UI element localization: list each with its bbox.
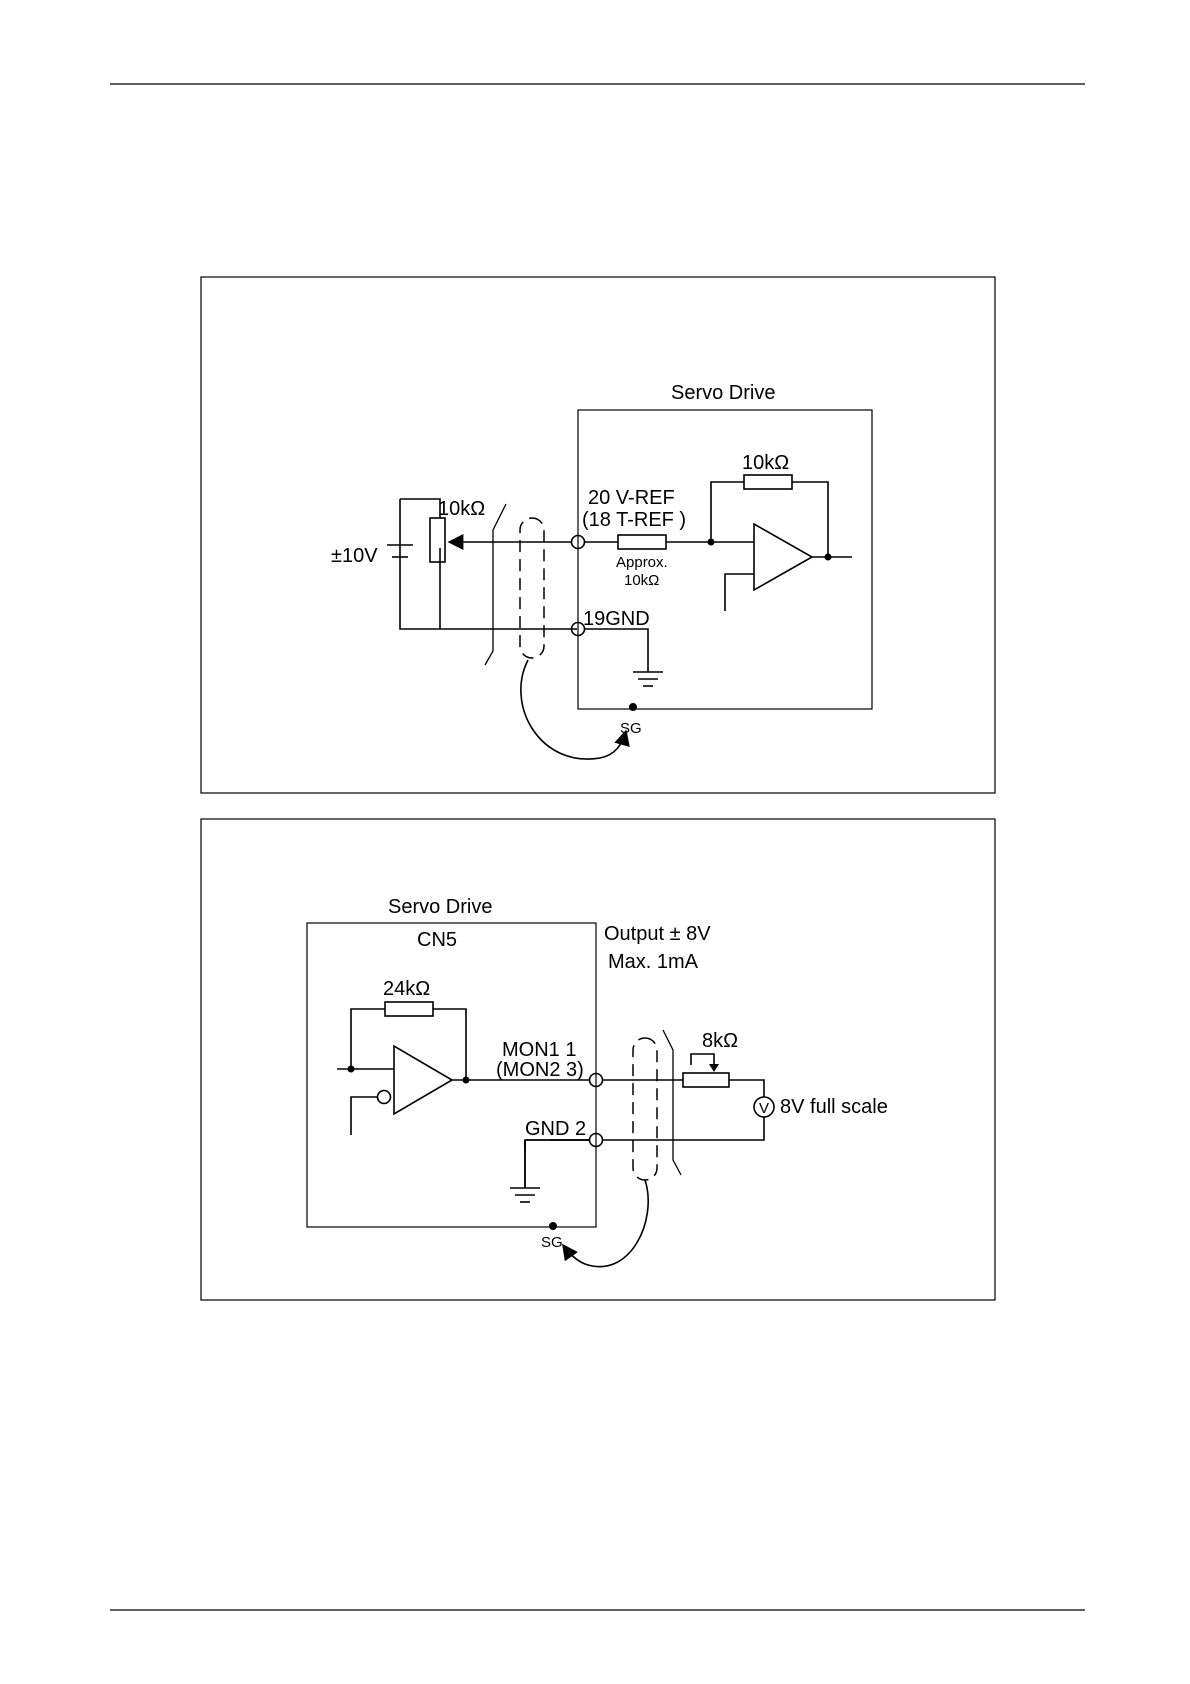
input-resistor <box>618 535 666 549</box>
diagram2-frame <box>201 819 995 1300</box>
diagram-analog-input: Servo Drive ±10V 10kΩ 20 V-REF (18 T-REF… <box>201 277 995 793</box>
feedback-resistor-label-2: 24kΩ <box>383 978 430 1000</box>
approx-res-label: 10kΩ <box>624 572 659 589</box>
connector-label: CN5 <box>417 929 457 951</box>
max-current-label: Max. 1mA <box>608 951 699 973</box>
diagram1-frame <box>201 277 995 793</box>
sg-point-1 <box>629 703 637 711</box>
pot-resistor-label-2: 8kΩ <box>702 1030 738 1052</box>
sg-label-1: SG <box>620 720 642 737</box>
feedback-resistor-1 <box>744 475 792 489</box>
opamp-1 <box>754 524 812 590</box>
feedback-resistor-2 <box>385 1002 433 1016</box>
sg-point-2 <box>549 1222 557 1230</box>
mon1-pin-label: MON1 1 <box>502 1039 576 1061</box>
feedback-resistor-label-1: 10kΩ <box>742 452 789 474</box>
voltmeter-v: V <box>759 1100 769 1117</box>
pot-resistor-label: 10kΩ <box>438 498 485 520</box>
vref-pin-label: 20 V-REF <box>588 487 675 509</box>
meter-label: 8V full scale <box>780 1096 888 1118</box>
supply-label: ±10V <box>331 545 378 567</box>
diagram-analog-monitor: Servo Drive CN5 Output ± 8V Max. 1mA 24k… <box>201 819 995 1300</box>
servo-drive-label-1: Servo Drive <box>671 382 775 404</box>
potentiometer-10k <box>430 518 445 562</box>
tref-pin-label: (18 T-REF ) <box>582 509 686 531</box>
cable-shield-2 <box>633 1038 657 1180</box>
mon2-pin-label: (MON2 3) <box>496 1059 584 1081</box>
servo-drive-label-2: Servo Drive <box>388 896 492 918</box>
opamp-2 <box>394 1046 452 1114</box>
potentiometer-8k <box>683 1073 729 1087</box>
gnd2-pin-label: GND 2 <box>525 1118 586 1140</box>
inverting-input-circle <box>378 1091 391 1104</box>
approx-label: Approx. <box>616 554 668 571</box>
cable-shield-1 <box>520 518 544 658</box>
sg-label-2: SG <box>541 1234 563 1251</box>
output-spec-label: Output ± 8V <box>604 923 711 945</box>
gnd-pin-label: 19GND <box>583 608 650 630</box>
